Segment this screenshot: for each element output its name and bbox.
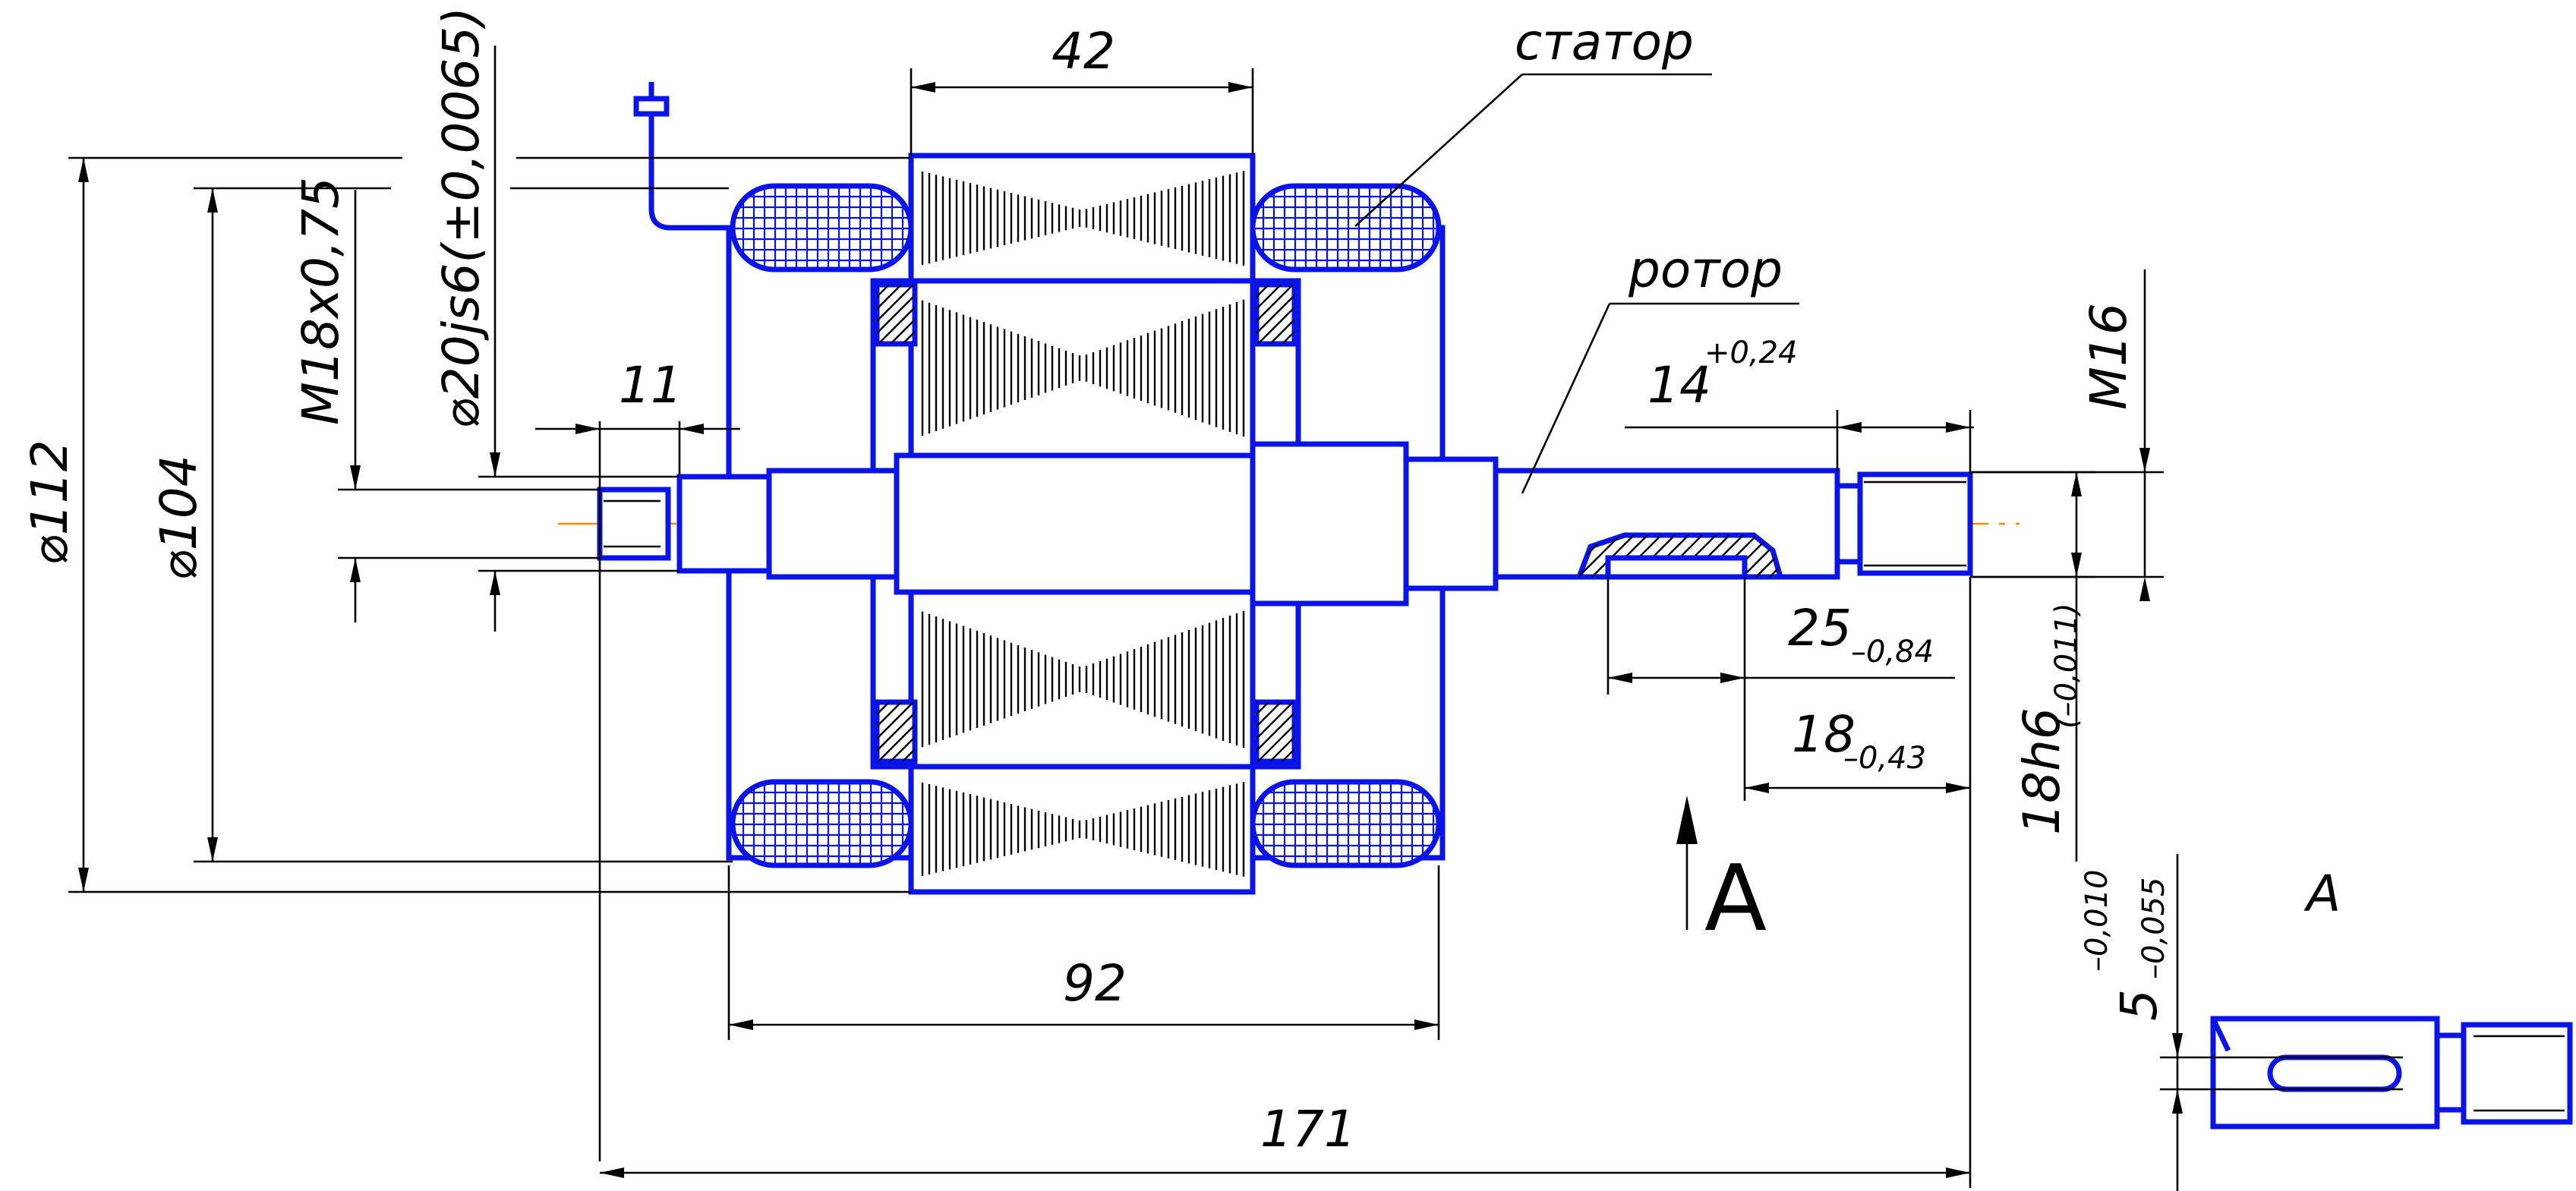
view-a [2160,854,2573,1191]
dim-m18: М18х0,75 [292,177,350,425]
rotor-core-bottom [908,589,1256,770]
dim-14-tolerance: +0,24 [1704,336,1798,370]
dim-18: 18 [1792,705,1856,764]
shaft [597,441,1973,607]
winding-bottom-right [1250,779,1442,868]
terminal-wire [633,82,729,231]
ring-top-left [874,282,918,347]
dim-11: 11 [619,356,683,414]
dimension-lines [68,46,2164,1188]
ring-bottom-left [874,699,918,764]
winding-top-right [1250,183,1442,273]
winding-bottom-left [730,779,914,868]
dim-104: ⌀104 [150,455,208,581]
view-section-title: А [2303,865,2341,923]
label-rotor: ротор [1628,241,1783,299]
view-arrow-letter: А [1704,846,1767,952]
dimension-arrows [78,82,2183,1178]
lamination-stripes [921,171,1245,877]
dim-m16: М16 [2079,303,2138,410]
annotations: статор ротор 42 11 92 171 ⌀112 ⌀104 М18х… [20,7,2341,1158]
motor-assembly [597,82,1973,895]
stator-core-bottom [908,764,1256,895]
rotor-core-top [908,278,1256,458]
dim-5-tolerance-upper: –0,010 [2079,869,2114,972]
dim-171: 171 [1260,1100,1356,1158]
dim-25: 25 [1788,599,1852,657]
dim-18-tolerance: –0,43 [1843,741,1926,776]
dim-5-tolerance-lower: –0,055 [2136,877,2171,979]
dim-92: 92 [1063,954,1127,1013]
dim-18h6: 18h6 [2013,707,2071,835]
stator-core-top [908,153,1256,284]
label-stator: статор [1515,13,1694,71]
ring-bottom-right [1253,699,1297,764]
dim-112: ⌀112 [20,440,79,566]
dim-18h6-tolerance: (–0,011) [2049,603,2084,729]
dim-14: 14 [1647,356,1711,414]
dim-42: 42 [1052,22,1115,80]
ring-top-right [1253,282,1297,347]
dim-5: 5 [2110,989,2168,1021]
winding-top-left [730,183,914,273]
dim-20js6: ⌀20js6(±0,0065) [432,7,490,429]
dim-25-tolerance: –0,84 [1851,635,1934,670]
